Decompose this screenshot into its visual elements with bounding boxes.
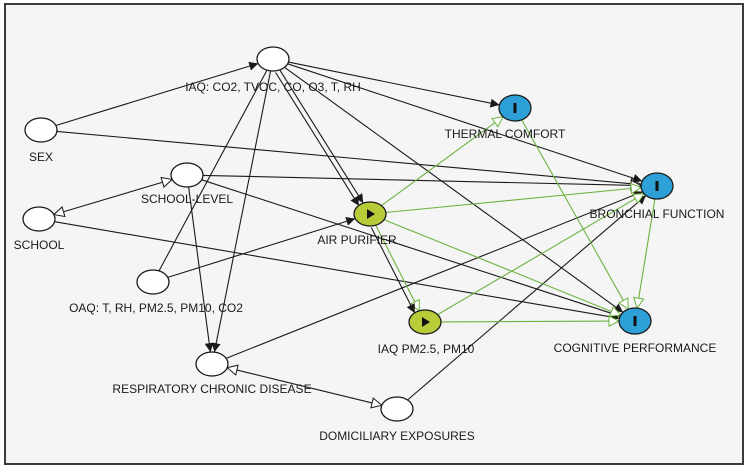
play-icon xyxy=(367,209,375,219)
node-iaq[interactable] xyxy=(256,46,290,72)
edge-iaq-to-thermal xyxy=(288,61,500,108)
edge-thermal-to-cognitive xyxy=(521,119,629,309)
edge-air_purifier-to-iaq_pm xyxy=(370,227,416,314)
node-label-resp: RESPIRATORY CHRONIC DISEASE xyxy=(112,382,311,396)
edge-school-to-cognitive xyxy=(54,221,620,322)
node-label-air_purifier: AIR PURIFIER xyxy=(317,233,397,247)
edge-school_level-to-resp xyxy=(188,186,214,353)
node-school[interactable] xyxy=(22,206,56,232)
edge-school_level-to-cognitive xyxy=(201,179,621,318)
node-shape-school xyxy=(22,206,56,232)
edge-air_purifier-to-iaq_pm xyxy=(375,224,420,311)
edge-sex-to-bronchial xyxy=(56,130,641,184)
node-label-school_level: SCHOOL-LEVEL xyxy=(141,192,233,206)
node-air_purifier[interactable] xyxy=(353,201,387,227)
node-shape-oaq xyxy=(136,269,170,295)
edge-bronchial-to-cognitive xyxy=(637,198,656,308)
node-shape-school_level xyxy=(170,162,204,188)
edge-iaq-to-resp xyxy=(211,70,272,353)
node-resp[interactable] xyxy=(195,351,229,377)
node-shape-resp xyxy=(195,351,229,377)
edge-iaq-to-bronchial xyxy=(287,63,643,183)
outcome-bar-icon xyxy=(655,181,659,191)
node-label-dom: DOMICILIARY EXPOSURES xyxy=(319,429,475,443)
node-label-thermal: THERMAL COMFORT xyxy=(445,127,566,141)
node-school_level[interactable] xyxy=(170,162,204,188)
node-oaq[interactable] xyxy=(136,269,170,295)
edge-dom-to-bronchial xyxy=(407,194,647,401)
edge-school-to-school_level xyxy=(54,179,172,214)
edge-iaq-to-air_purifier xyxy=(275,72,360,207)
outcome-bar-icon xyxy=(633,316,637,326)
edge-air_purifier-to-bronchial xyxy=(385,188,641,214)
edge-resp-to-bronchial xyxy=(225,190,643,359)
nodes-layer xyxy=(22,46,674,422)
node-dom[interactable] xyxy=(380,396,414,422)
edge-sex-to-iaq xyxy=(55,61,259,127)
node-label-oaq: OAQ: T, RH, PM2.5, PM10, CO2 xyxy=(69,301,243,315)
node-label-sex: SEX xyxy=(29,150,53,164)
edge-oaq-to-iaq xyxy=(158,69,268,272)
outcome-bar-icon xyxy=(513,103,517,113)
node-iaq_pm[interactable] xyxy=(408,309,442,335)
play-icon xyxy=(422,317,430,327)
node-label-iaq: IAQ: CO2, TVOC, CO, O3, T, RH xyxy=(185,80,361,94)
edge-iaq_pm-to-cognitive xyxy=(440,321,619,322)
edge-iaq_pm-to-bronchial xyxy=(437,194,644,316)
edge-school_level-to-bronchial xyxy=(202,174,641,185)
node-label-bronchial: BRONCHIAL FUNCTION xyxy=(590,207,725,221)
node-label-cognitive: COGNITIVE PERFORMANCE xyxy=(554,341,717,355)
edge-resp-to-dom xyxy=(227,368,382,406)
edge-air_purifier-to-thermal xyxy=(381,117,504,207)
edge-air_purifier-to-cognitive xyxy=(383,219,621,316)
edge-iaq-to-cognitive xyxy=(284,66,624,313)
edges-layer xyxy=(54,61,656,406)
node-label-school: SCHOOL xyxy=(14,238,65,252)
edge-iaq-to-air_purifier xyxy=(279,69,364,204)
node-cognitive[interactable] xyxy=(618,307,652,335)
labels-layer: IAQ: CO2, TVOC, CO, O3, T, RH SEX SCHOOL-L… xyxy=(14,80,725,443)
node-shape-iaq xyxy=(256,46,290,72)
node-thermal[interactable] xyxy=(498,94,532,122)
node-bronchial[interactable] xyxy=(640,172,674,200)
node-shape-sex xyxy=(24,117,58,143)
node-sex[interactable] xyxy=(24,117,58,143)
node-shape-dom xyxy=(380,396,414,422)
node-label-iaq_pm: IAQ PM2.5, PM10 xyxy=(378,342,475,356)
